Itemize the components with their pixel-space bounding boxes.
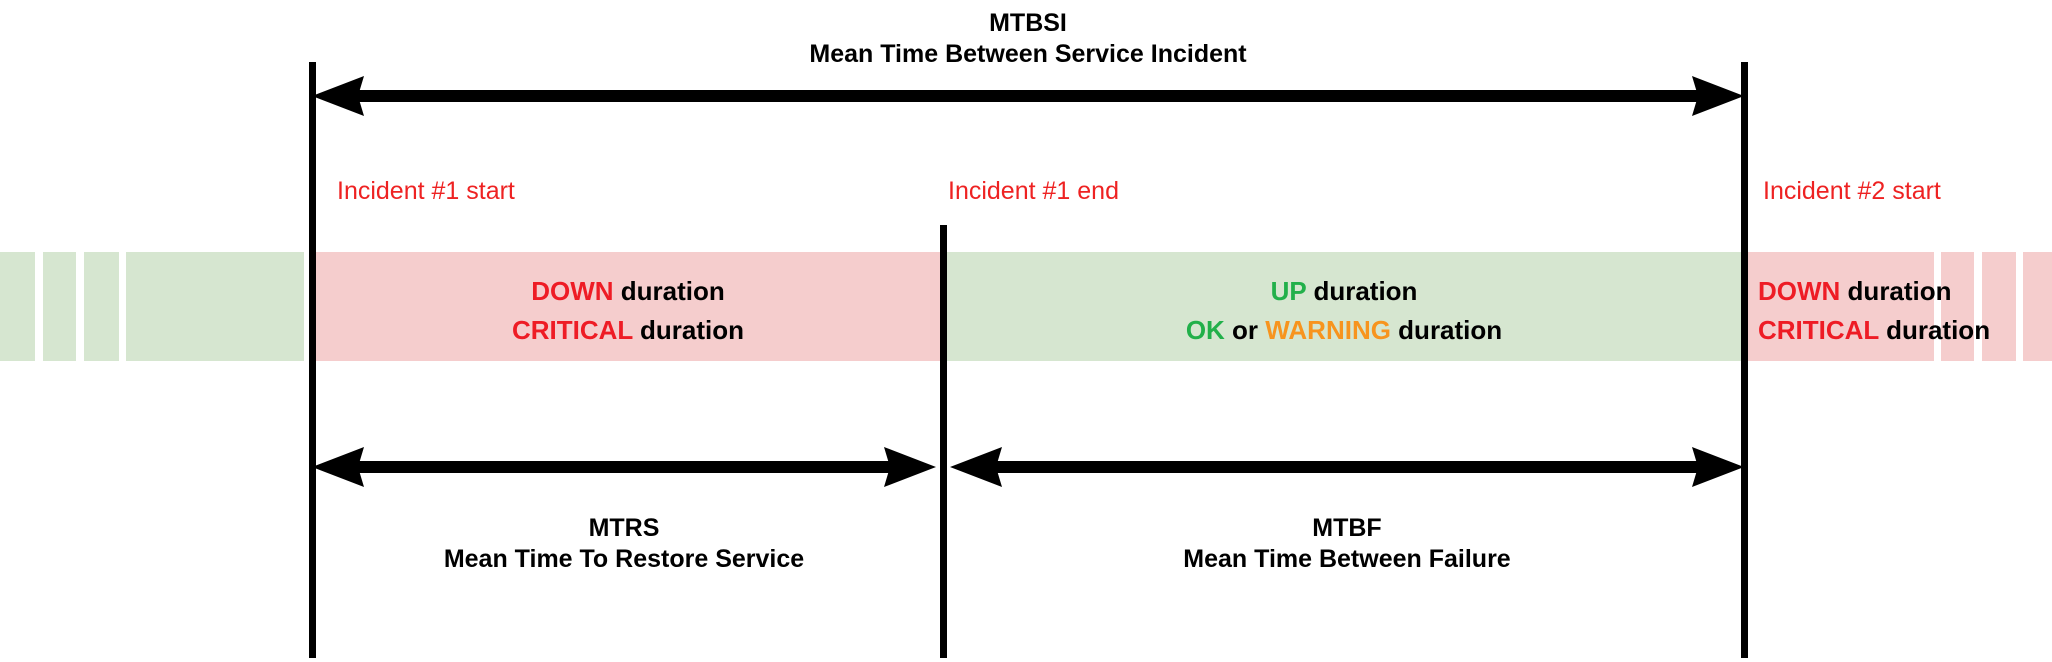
status-down: DOWN [531,276,614,306]
timeline-segment-green-3 [84,252,119,361]
status-ok: OK [1185,315,1225,345]
down-right-line-2: CRITICAL duration [1758,311,2052,350]
down-left-line-2: CRITICAL duration [316,311,940,350]
up-line-2: OK or WARNING duration [947,311,1741,350]
down-right-line-2-suffix: duration [1878,315,1991,345]
down-duration-band-right [1748,252,1934,361]
up-band-text: UP duration OK or WARNING duration [947,272,1741,350]
incident-1-end-label: Incident #1 end [948,177,1119,205]
mtbsi-full: Mean Time Between Service Incident [809,40,1247,68]
incident-1-start-label: Incident #1 start [337,177,515,205]
mtbf-title-block: MTBF Mean Time Between Failure [950,513,1744,575]
down-duration-band-left [316,252,940,361]
mtbf-abbr: MTBF [1312,514,1382,542]
mtrs-title-block: MTRS Mean Time To Restore Service [312,513,936,575]
timeline-segment-green-4 [126,252,304,361]
down-right-band-text: DOWN duration CRITICAL duration [1748,272,2052,350]
mtbf-arrow [950,445,1744,489]
status-critical: CRITICAL [1758,315,1879,345]
status-warning: WARNING [1265,315,1391,345]
up-duration-band [947,252,1741,361]
up-line-2-suffix: duration [1390,315,1503,345]
timeline-segment-green-2 [43,252,76,361]
down-left-band-text: DOWN duration CRITICAL duration [316,272,940,350]
timeline-segment-green-1 [0,252,35,361]
up-line-2-conjunction: or [1224,315,1266,345]
down-right-line-1: DOWN duration [1758,272,2052,311]
down-left-line-2-suffix: duration [632,315,745,345]
down-right-line-1-suffix: duration [1840,276,1952,306]
timeline-segment-pink-3 [1982,252,2016,361]
down-left-line-1-suffix: duration [613,276,725,306]
mtbf-full: Mean Time Between Failure [1183,545,1511,573]
status-down: DOWN [1758,276,1841,306]
mtrs-arrow [312,445,936,489]
mtbsi-arrow [312,74,1744,118]
up-line-1: UP duration [947,272,1741,311]
status-critical: CRITICAL [511,315,633,345]
up-line-1-suffix: duration [1306,276,1418,306]
timeline-segment-pink-4 [2023,252,2052,361]
mtbsi-abbr: MTBSI [989,9,1067,37]
mtbsi-title-block: MTBSI Mean Time Between Service Incident [778,8,1278,70]
mtrs-abbr: MTRS [588,514,660,542]
mtrs-full: Mean Time To Restore Service [443,545,805,573]
incident-2-start-label: Incident #2 start [1763,177,1941,205]
incident-1-start-line [309,62,316,658]
incident-2-start-line [1741,62,1748,658]
incident-1-end-line [940,225,947,658]
status-up: UP [1270,276,1307,306]
timeline-segment-pink-2 [1941,252,1974,361]
down-left-line-1: DOWN duration [316,272,940,311]
